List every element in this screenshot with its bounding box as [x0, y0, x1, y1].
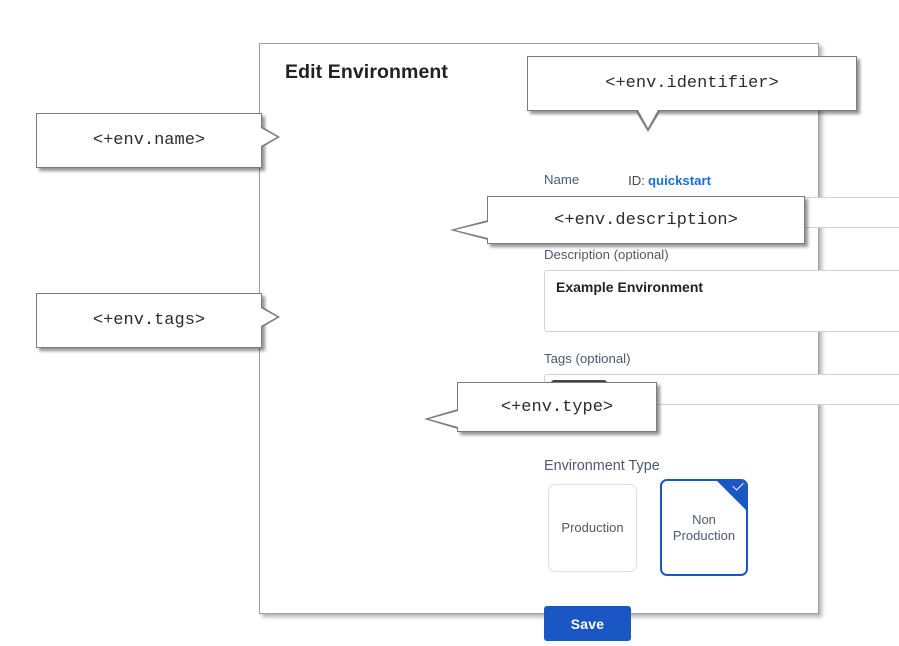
page-title: Edit Environment — [285, 61, 449, 83]
callout-env-type-text: <+env.type> — [500, 397, 614, 417]
name-field-label: Name — [544, 172, 580, 187]
save-button[interactable]: Save — [544, 606, 631, 641]
tags-field-label: Tags (optional) — [544, 351, 631, 366]
description-field-label: Description (optional) — [544, 247, 669, 262]
callout-env-identifier-text: <+env.identifier> — [605, 74, 779, 93]
environment-type-option-production[interactable]: Production — [548, 484, 637, 572]
callout-env-description: <+env.description> — [450, 196, 805, 244]
description-textarea[interactable]: Example Environment — [544, 270, 899, 332]
edit-environment-panel: Edit Environment Name ID:quickstart Desc… — [259, 43, 899, 641]
environment-id-link[interactable]: quickstart — [647, 173, 711, 188]
callout-env-name: <+env.name> — [36, 113, 280, 168]
check-icon — [717, 481, 746, 510]
callout-env-description-text: <+env.description> — [554, 210, 738, 230]
environment-type-label: Environment Type — [544, 458, 660, 474]
callout-env-name-text: <+env.name> — [92, 131, 206, 150]
environment-id-label: ID: — [628, 173, 645, 188]
callout-env-tags-text: <+env.tags> — [92, 311, 206, 330]
callout-env-identifier: <+env.identifier> — [527, 56, 857, 132]
environment-type-option-production-label: Production — [561, 520, 624, 535]
environment-id-line: ID:quickstart — [628, 173, 711, 188]
callout-env-type: <+env.type> — [424, 382, 657, 432]
callout-env-tags: <+env.tags> — [36, 293, 280, 348]
